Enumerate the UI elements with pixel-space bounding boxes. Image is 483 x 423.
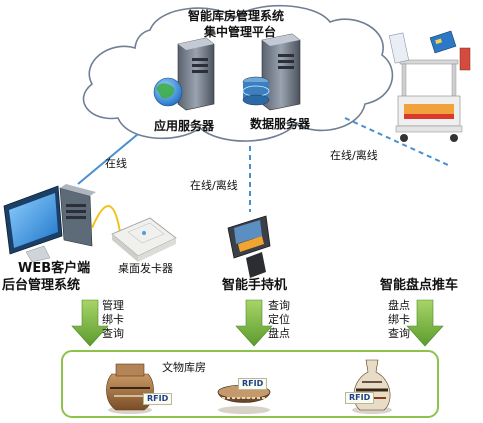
artifact-pot-icon [106, 363, 154, 414]
web-client-label: WEB客户端 [18, 261, 91, 276]
rfid-tag: RFID [345, 392, 375, 404]
handheld-link-label: 在线/离线 [190, 179, 238, 192]
function-item: 绑卡 [102, 313, 124, 326]
artifact-bowl-icon [217, 384, 271, 414]
cart-link-line [344, 117, 449, 166]
web-client-functions: 管理 绑卡 查询 [102, 299, 124, 341]
web-client-arrow [71, 299, 109, 347]
usb-cable-line [91, 205, 121, 233]
handheld-terminal-icon [227, 215, 271, 278]
app-server-icon [153, 37, 215, 111]
function-item: 绑卡 [388, 313, 410, 326]
function-item: 盘点 [268, 327, 290, 340]
data-server-label: 数据服务器 [250, 117, 311, 131]
rfid-tag: RFID [143, 393, 173, 405]
app-server-label: 应用服务器 [154, 119, 215, 133]
warehouse-label: 文物库房 [162, 361, 206, 374]
backend-system-label: 后台管理系统 [2, 278, 81, 293]
card-issuer-label: 桌面发卡器 [118, 262, 173, 275]
cart-functions: 盘点 绑卡 查询 [388, 299, 410, 341]
web-link-line [77, 133, 139, 185]
inventory-cart-icon [388, 30, 471, 142]
cloud-shape [82, 4, 394, 142]
cart-arrow [406, 299, 444, 347]
handheld-arrow [235, 299, 273, 347]
function-item: 盘点 [388, 299, 410, 312]
rfid-tag: RFID [238, 378, 268, 390]
handheld-functions: 查询 定位 盘点 [268, 299, 290, 341]
cart-link-label: 在线/离线 [330, 149, 378, 162]
function-item: 查询 [102, 327, 124, 340]
web-client-pc-icon [3, 184, 96, 263]
function-item: 查询 [268, 299, 290, 312]
system-title-line1: 智能库房管理系统 [188, 9, 285, 23]
cart-label: 智能盘点推车 [380, 278, 459, 293]
function-item: 定位 [268, 313, 290, 326]
function-item: 查询 [388, 327, 410, 340]
function-item: 管理 [102, 299, 124, 312]
handheld-label: 智能手持机 [222, 278, 288, 293]
system-title-line2: 集中管理平台 [204, 25, 277, 39]
web-link-label: 在线 [105, 157, 127, 170]
card-issuer-icon [111, 217, 177, 262]
data-server-icon [242, 33, 301, 111]
